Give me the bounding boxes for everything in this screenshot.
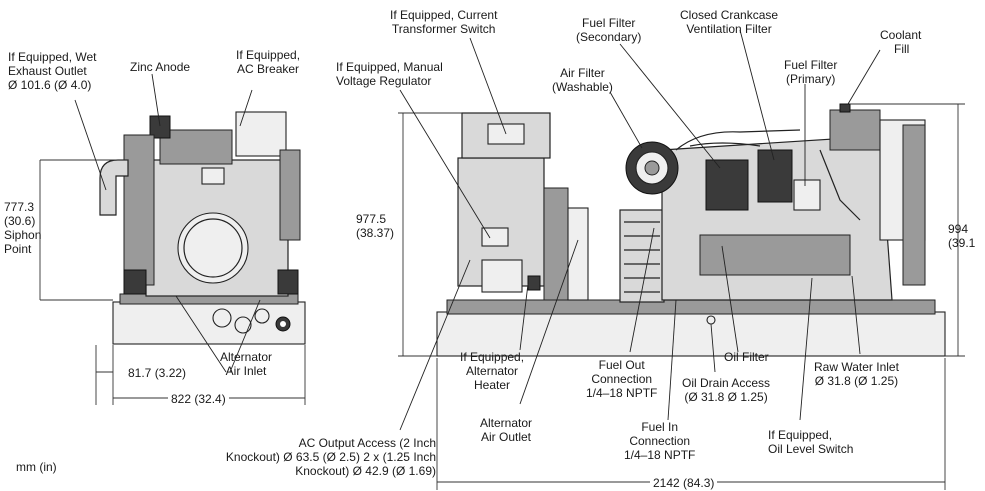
end-view — [99, 111, 306, 345]
zinc-anode-label: Zinc Anode — [130, 60, 191, 74]
fuel-in-label: Fuel In Connection 1/4–18 NPTF — [624, 420, 696, 462]
side-view — [436, 103, 946, 357]
end-view-knockout-hole — [212, 308, 232, 328]
overall-length-dimension-label: 2142 (84.3) — [650, 476, 718, 490]
end-view-engine-top — [159, 129, 233, 165]
fuel-filter-primary-label: Fuel Filter (Primary) — [784, 58, 838, 86]
end-view-side-panel — [279, 149, 301, 241]
alternator-heater-label: If Equipped, Alternator Heater — [460, 350, 525, 392]
primary-fuel-filter — [793, 179, 821, 211]
ac-output-label: AC Output Access (2 Inch Knockout) Ø 63.… — [225, 436, 436, 478]
current-transformer-label: If Equipped, Current Transformer Switch — [390, 8, 498, 36]
secondary-fuel-filter — [705, 159, 749, 211]
siphon-dimension-label: 777.3 (30.6) Siphon Point — [4, 200, 42, 256]
wet-exhaust-label: If Equipped, Wet Exhaust Outlet Ø 101.6 … — [8, 50, 97, 92]
side-height-dimension-label: 977.5 (38.37) — [356, 212, 395, 240]
crankcase-filter — [757, 149, 793, 203]
end-width-dimension-label: 822 (32.4) — [168, 392, 229, 406]
oil-drain-hole — [706, 315, 716, 325]
alternator-heater-box — [481, 259, 523, 293]
coolant-fill-label: Coolant Fill — [880, 28, 922, 56]
oil-drain-label: Oil Drain Access (Ø 31.8 Ø 1.25) — [682, 376, 771, 404]
side-view-rail — [446, 299, 936, 315]
oil-pan — [699, 234, 851, 276]
oil-level-switch-label: If Equipped, Oil Level Switch — [768, 428, 854, 456]
end-view-nameplate — [201, 167, 225, 185]
end-view-breaker-box — [235, 111, 287, 157]
end-view-exhaust-outlet — [99, 159, 129, 216]
voltage-regulator-label: If Equipped, Manual Voltage Regulator — [336, 60, 443, 88]
end-view-zinc-anode — [149, 115, 171, 139]
end-view-knockout-hole — [234, 316, 252, 334]
ac-breaker-label: If Equipped, AC Breaker — [236, 48, 301, 76]
air-filter-label: Air Filter (Washable) — [552, 66, 613, 94]
closed-crankcase-label: Closed Crankcase Ventilation Filter — [680, 8, 779, 36]
coolant-tank — [829, 109, 881, 151]
fuel-out-label: Fuel Out Connection 1/4–18 NPTF — [586, 358, 658, 400]
coolant-fill-cap — [839, 103, 851, 113]
alternator-air-outlet-label: Alternator Air Outlet — [480, 416, 533, 444]
units-note: mm (in) — [16, 460, 57, 474]
alternator-air-inlet-label: Alternator Air Inlet — [220, 350, 273, 378]
oil-filter-label: Oil Filter — [724, 350, 769, 364]
raw-water-inlet-label: Raw Water Inlet Ø 31.8 (Ø 1.25) — [814, 360, 899, 388]
end-view-knockout-hole — [254, 308, 270, 324]
end-view-side-block — [123, 134, 155, 286]
fan-grille — [624, 221, 660, 293]
end-view-alternator-grille — [177, 212, 249, 284]
voltage-regulator-box — [481, 227, 509, 247]
offset-dimension-label: 81.7 (3.22) — [128, 366, 187, 380]
end-view-base-skid — [112, 301, 306, 345]
flywheel-housing — [619, 209, 665, 303]
fuel-filter-secondary-label: Fuel Filter (Secondary) — [576, 16, 642, 44]
leader-lines — [74, 29, 881, 431]
overall-height-dimension-label: 994 (39.1 — [948, 222, 976, 250]
